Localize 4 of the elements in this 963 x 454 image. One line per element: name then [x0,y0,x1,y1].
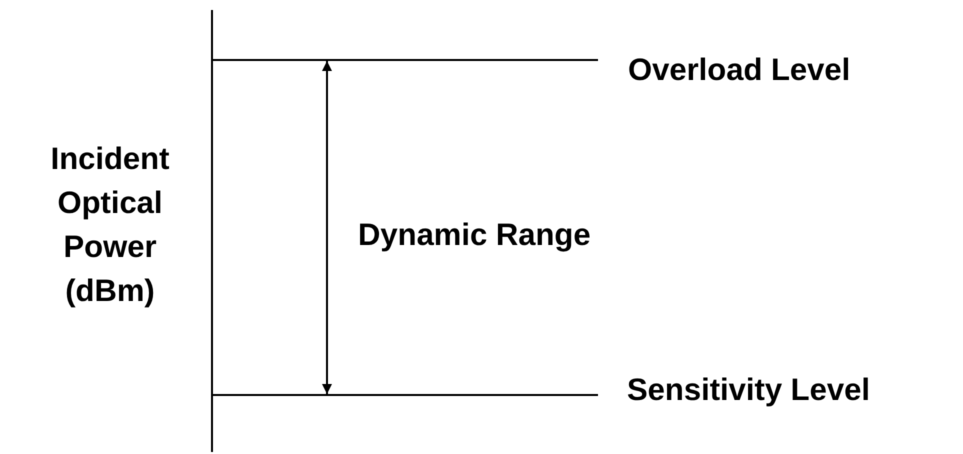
dimension-label: Dynamic Range [358,216,591,254]
level-label: Overload Level [628,51,850,89]
level-label: Sensitivity Level [627,371,870,409]
axis-title: Incident Optical Power (dBm) [50,140,170,310]
